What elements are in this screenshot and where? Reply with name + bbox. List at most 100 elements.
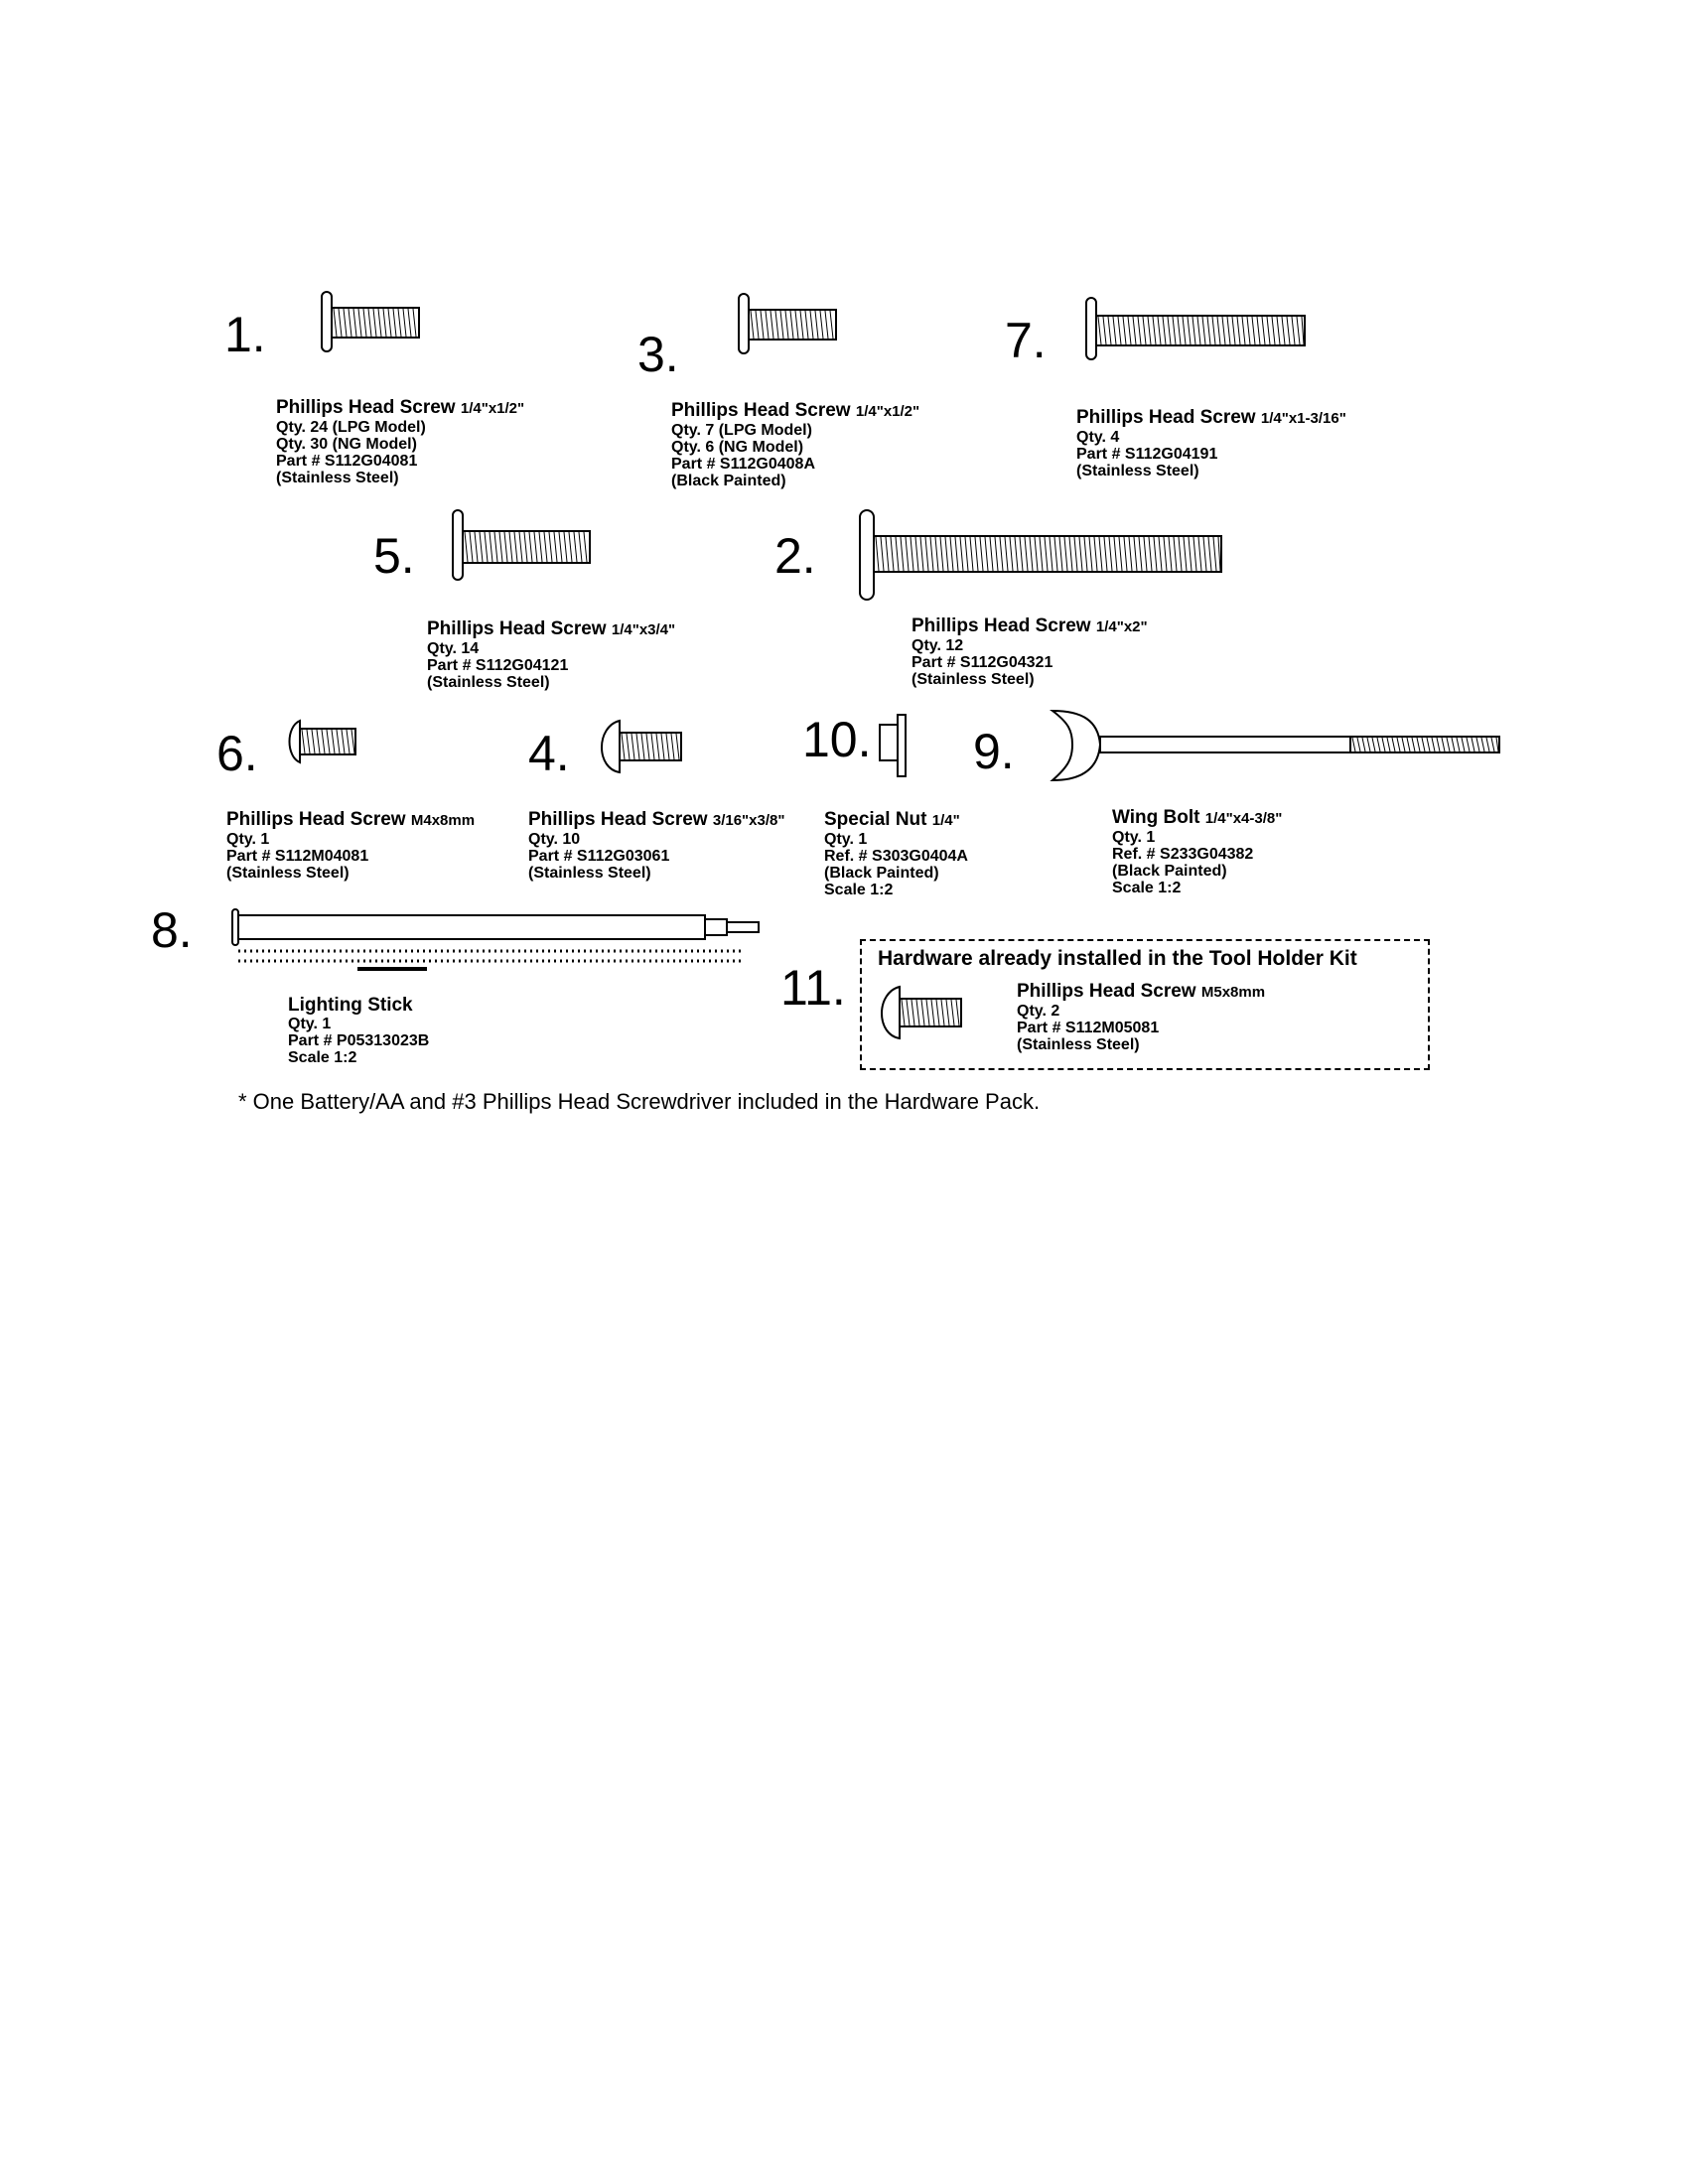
screw-2-drawing <box>859 509 1222 601</box>
thread-hatch-line <box>568 531 573 563</box>
item-line: Qty. 12 <box>912 637 964 654</box>
item-size: 1/4"x4-3/8" <box>1204 810 1283 827</box>
tool-holder-kit-box <box>860 939 1430 1070</box>
thread-hatch-line <box>578 531 583 563</box>
screw-6-drawing <box>288 719 356 764</box>
screw-5-drawing <box>452 509 591 581</box>
thread-hatch-line <box>333 308 338 338</box>
thread-hatch-line <box>1073 536 1078 572</box>
thread-hatch-line <box>1406 737 1411 752</box>
thread-hatch-line <box>1401 737 1406 752</box>
item-line: Part # P05313023B <box>288 1032 430 1049</box>
thread-hatch-line <box>1009 536 1014 572</box>
thread-hatch-line <box>1068 536 1073 572</box>
thread-hatch-line <box>885 536 890 572</box>
thread-hatch-line <box>930 999 935 1026</box>
thread-hatch-line <box>789 310 794 340</box>
thread-hatch-line <box>1078 536 1083 572</box>
thread-hatch-line <box>794 310 799 340</box>
thread-hatch-line <box>1188 536 1193 572</box>
thread-hatch-line <box>336 729 341 754</box>
thread-hatch-line <box>1241 316 1246 345</box>
thread-hatch-line <box>1192 316 1196 345</box>
thread-hatch-line <box>1118 536 1123 572</box>
item-number: 1. <box>224 307 266 362</box>
thread-hatch-line <box>1351 737 1356 752</box>
thread-hatch-line <box>1113 536 1118 572</box>
thread-hatch-line <box>367 308 372 338</box>
item-label: Phillips Head Screw 1/4"x1/2" Qty. 7 (LP… <box>671 400 919 489</box>
thread-hatch-line <box>343 308 348 338</box>
thread-hatch-line <box>969 536 974 572</box>
thread-hatch-line <box>1173 536 1178 572</box>
thread-hatch-line <box>1053 536 1058 572</box>
thread-hatch-line <box>1107 316 1112 345</box>
item-label: Phillips Head Screw 1/4"x1-3/16" Qty. 4 … <box>1076 407 1346 479</box>
thread-hatch-line <box>508 531 513 563</box>
thread-hatch-line <box>964 536 969 572</box>
thread-hatch-line <box>402 308 407 338</box>
thread-hatch-line <box>1024 536 1029 572</box>
thread-hatch-line <box>915 999 920 1026</box>
thread-hatch-line <box>352 308 357 338</box>
thread-hatch-line <box>484 531 489 563</box>
thread-hatch-line <box>914 536 919 572</box>
special-nut-10-drawing <box>879 714 907 777</box>
thread-hatch-line <box>1202 536 1207 572</box>
item-number: 9. <box>973 724 1015 779</box>
thread-hatch-line <box>1157 316 1162 345</box>
thread-hatch-line <box>1211 316 1216 345</box>
thread-hatch-line <box>1416 737 1421 752</box>
item-size: 1/4"x1-3/16" <box>1260 410 1346 427</box>
thread-hatch-line <box>774 310 779 340</box>
item-label: Phillips Head Screw 1/4"x2" Qty. 12 Part… <box>912 615 1148 688</box>
thread-hatch-line <box>999 536 1004 572</box>
thread-hatch-line <box>979 536 984 572</box>
thread-hatch-line <box>1475 737 1480 752</box>
thread-hatch-line <box>1461 737 1466 752</box>
item-line: Scale 1:2 <box>1112 880 1182 896</box>
item-line: (Black Painted) <box>1112 863 1227 880</box>
item-size: M4x8mm <box>410 812 476 829</box>
thread-hatch-line <box>665 733 670 760</box>
thread-hatch-line <box>880 536 885 572</box>
thread-hatch-line <box>548 531 553 563</box>
item-line: Qty. 1 <box>1112 829 1156 846</box>
thread-hatch-line <box>925 999 930 1026</box>
item-line: Part # S112G0408A <box>671 456 815 473</box>
thread-hatch-line <box>760 310 765 340</box>
thread-hatch-line <box>1083 536 1088 572</box>
item-line: (Stainless Steel) <box>912 671 1035 688</box>
item-line: Qty. 1 <box>288 1016 332 1032</box>
item-title: Phillips Head Screw <box>1017 981 1196 1002</box>
thread-hatch-line <box>1256 316 1261 345</box>
thread-hatch-line <box>558 531 563 563</box>
thread-hatch-line <box>949 536 954 572</box>
thread-hatch-line <box>1117 316 1122 345</box>
thread-hatch-line <box>1201 316 1206 345</box>
thread-hatch-line <box>1471 737 1475 752</box>
item-line: Qty. 7 (LPG Model) <box>671 422 812 439</box>
item-label: Special Nut 1/4" Qty. 1 Ref. # S303G0404… <box>824 809 968 898</box>
thread-hatch-line <box>950 999 955 1026</box>
item-label: Phillips Head Screw 1/4"x3/4" Qty. 14 Pa… <box>427 618 675 691</box>
footnote: * One Battery/AA and #3 Phillips Head Sc… <box>238 1089 1041 1114</box>
item-title: Phillips Head Screw <box>276 397 456 418</box>
thread-hatch-line <box>311 729 316 754</box>
item-size: 1/4" <box>931 812 960 829</box>
thread-hatch-line <box>955 999 960 1026</box>
thread-hatch-line <box>469 531 474 563</box>
thread-hatch-line <box>392 308 397 338</box>
thread-hatch-line <box>929 536 934 572</box>
thread-hatch-line <box>1436 737 1441 752</box>
item-title: Phillips Head Screw <box>226 809 406 830</box>
thread-hatch-line <box>829 310 834 340</box>
item-line: Scale 1:2 <box>824 882 894 898</box>
thread-hatch-line <box>1381 737 1386 752</box>
thread-hatch-line <box>1485 737 1490 752</box>
item-size: 1/4"x3/4" <box>611 621 676 638</box>
item-line: Part # S112M05081 <box>1017 1020 1160 1036</box>
thread-hatch-line <box>1029 536 1034 572</box>
item-size: M5x8mm <box>1200 984 1266 1001</box>
thread-hatch-line <box>1014 536 1019 572</box>
